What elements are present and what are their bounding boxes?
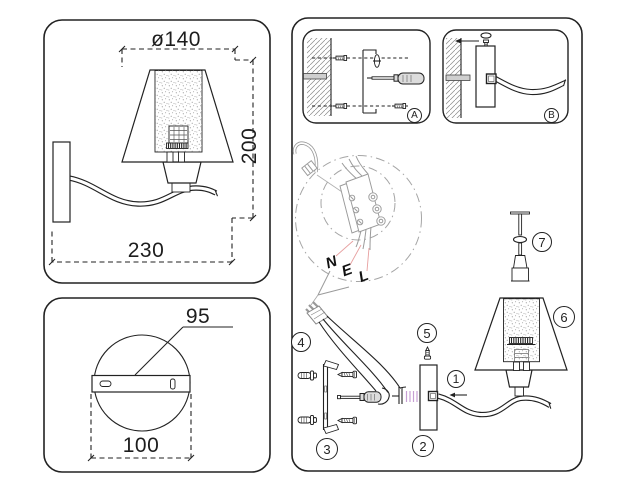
wall-anchor-icon [297, 370, 317, 381]
cable-clamp-b [485, 73, 497, 85]
wall-ledge-b [445, 74, 471, 81]
terminal-block-drawing [339, 155, 386, 251]
cable-end-pin [392, 387, 403, 404]
cable-clamp-part [427, 390, 439, 402]
small-screw-part [423, 345, 432, 360]
dimension-label-height: 200 [238, 127, 261, 165]
dimension-label-plate-width: 100 [122, 434, 160, 457]
screwdriver-icon-parts [337, 391, 382, 403]
part-badge-1: 1 [447, 370, 465, 388]
finial-tool-drawing [510, 211, 530, 282]
socket-detail-front [507, 337, 536, 371]
panel-base-view [43, 297, 271, 473]
dimension-label-hole-spacing: 95 [185, 305, 211, 328]
dimension-lines-side [48, 45, 257, 266]
connector-and-wires [305, 301, 422, 405]
part-badge-3: 3 [316, 438, 338, 460]
mounting-bracket-a [362, 49, 377, 114]
wall-ledge-a [303, 73, 327, 80]
step-badge-b: B [544, 108, 559, 123]
side-view-lamp-drawing [52, 69, 234, 223]
part-badge-6: 6 [553, 306, 575, 328]
detail-balloon [295, 155, 422, 306]
subpanel-step-b [442, 29, 569, 124]
socket-detail-side [166, 125, 189, 163]
dimension-label-width: 230 [127, 239, 165, 262]
lamp-front-drawing [419, 297, 568, 431]
part-badge-7: 7 [532, 232, 552, 252]
push-arrow-icon [455, 38, 479, 44]
wiring-leader-lines [335, 240, 370, 272]
cable-b [495, 76, 567, 96]
mounting-bracket-part [322, 359, 340, 435]
step-badge-a: A [407, 108, 422, 123]
insert-arrow-icon [449, 392, 467, 398]
screw-head-icon [373, 54, 381, 68]
part-badge-5: 5 [417, 323, 437, 343]
dimension-lines-base [87, 394, 195, 462]
part-badge-4: 4 [291, 332, 311, 352]
mounting-kit-drawing [297, 359, 382, 435]
part-badge-2: 2 [412, 435, 434, 457]
panel-side-view [43, 19, 271, 284]
dimension-label-diameter: ø140 [151, 28, 201, 51]
panel-installation [291, 17, 583, 472]
base-plate-drawing [91, 326, 233, 432]
subpanel-step-a [302, 29, 431, 124]
screwdriver-icon-a [367, 72, 425, 85]
rotate-icon-b [480, 32, 492, 39]
wall-anchor-icon [297, 415, 317, 425]
